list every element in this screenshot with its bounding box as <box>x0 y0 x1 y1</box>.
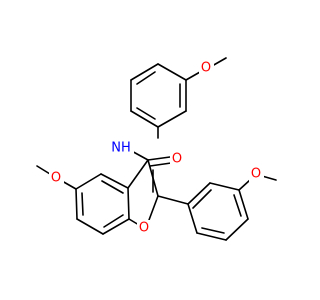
bond <box>102 218 130 235</box>
bond <box>148 195 159 221</box>
bond <box>75 188 78 220</box>
bond <box>149 162 172 167</box>
molecule-structure-diagram: O NH O O O O <box>36 57 277 241</box>
atom-label: O <box>139 221 149 236</box>
bond <box>185 71 201 81</box>
atom-o-furan: O <box>137 220 152 236</box>
bond <box>211 57 227 67</box>
bond <box>130 63 159 81</box>
atom-o-methoxy-left: O <box>49 170 64 186</box>
bond <box>147 156 171 161</box>
bond <box>187 203 198 234</box>
bond <box>127 159 149 189</box>
bond <box>233 194 242 217</box>
bond <box>157 195 189 205</box>
bond <box>157 110 187 128</box>
bond <box>136 71 156 85</box>
bond <box>157 63 187 81</box>
bond <box>136 107 156 120</box>
bond <box>261 175 277 181</box>
bond <box>76 218 104 235</box>
bond <box>196 232 227 241</box>
bond <box>36 165 51 175</box>
atom-label: O <box>51 171 61 186</box>
atom-label: NH <box>111 141 131 156</box>
bond <box>201 227 225 234</box>
atom-label: O <box>172 152 182 167</box>
bond <box>100 173 129 189</box>
atom-o-carbonyl: O <box>170 151 185 167</box>
bond <box>127 187 130 220</box>
bond <box>101 180 124 194</box>
bond <box>225 218 249 241</box>
bond <box>75 173 102 190</box>
bond <box>103 214 124 228</box>
atom-label: O <box>251 167 261 182</box>
atom-nh: NH <box>109 140 134 156</box>
atom-o-methoxy-top: O <box>199 60 214 76</box>
bond <box>192 189 212 209</box>
bond <box>238 179 251 191</box>
bonds <box>36 57 277 241</box>
bond <box>187 182 211 205</box>
bond <box>209 182 240 191</box>
atom-label: O <box>201 61 211 76</box>
bond <box>238 189 249 220</box>
bond <box>61 180 77 190</box>
bond <box>130 110 159 128</box>
atom-labels: O NH O O O O <box>49 60 264 236</box>
atom-o-methoxy-right: O <box>249 166 264 182</box>
bond <box>81 192 84 216</box>
